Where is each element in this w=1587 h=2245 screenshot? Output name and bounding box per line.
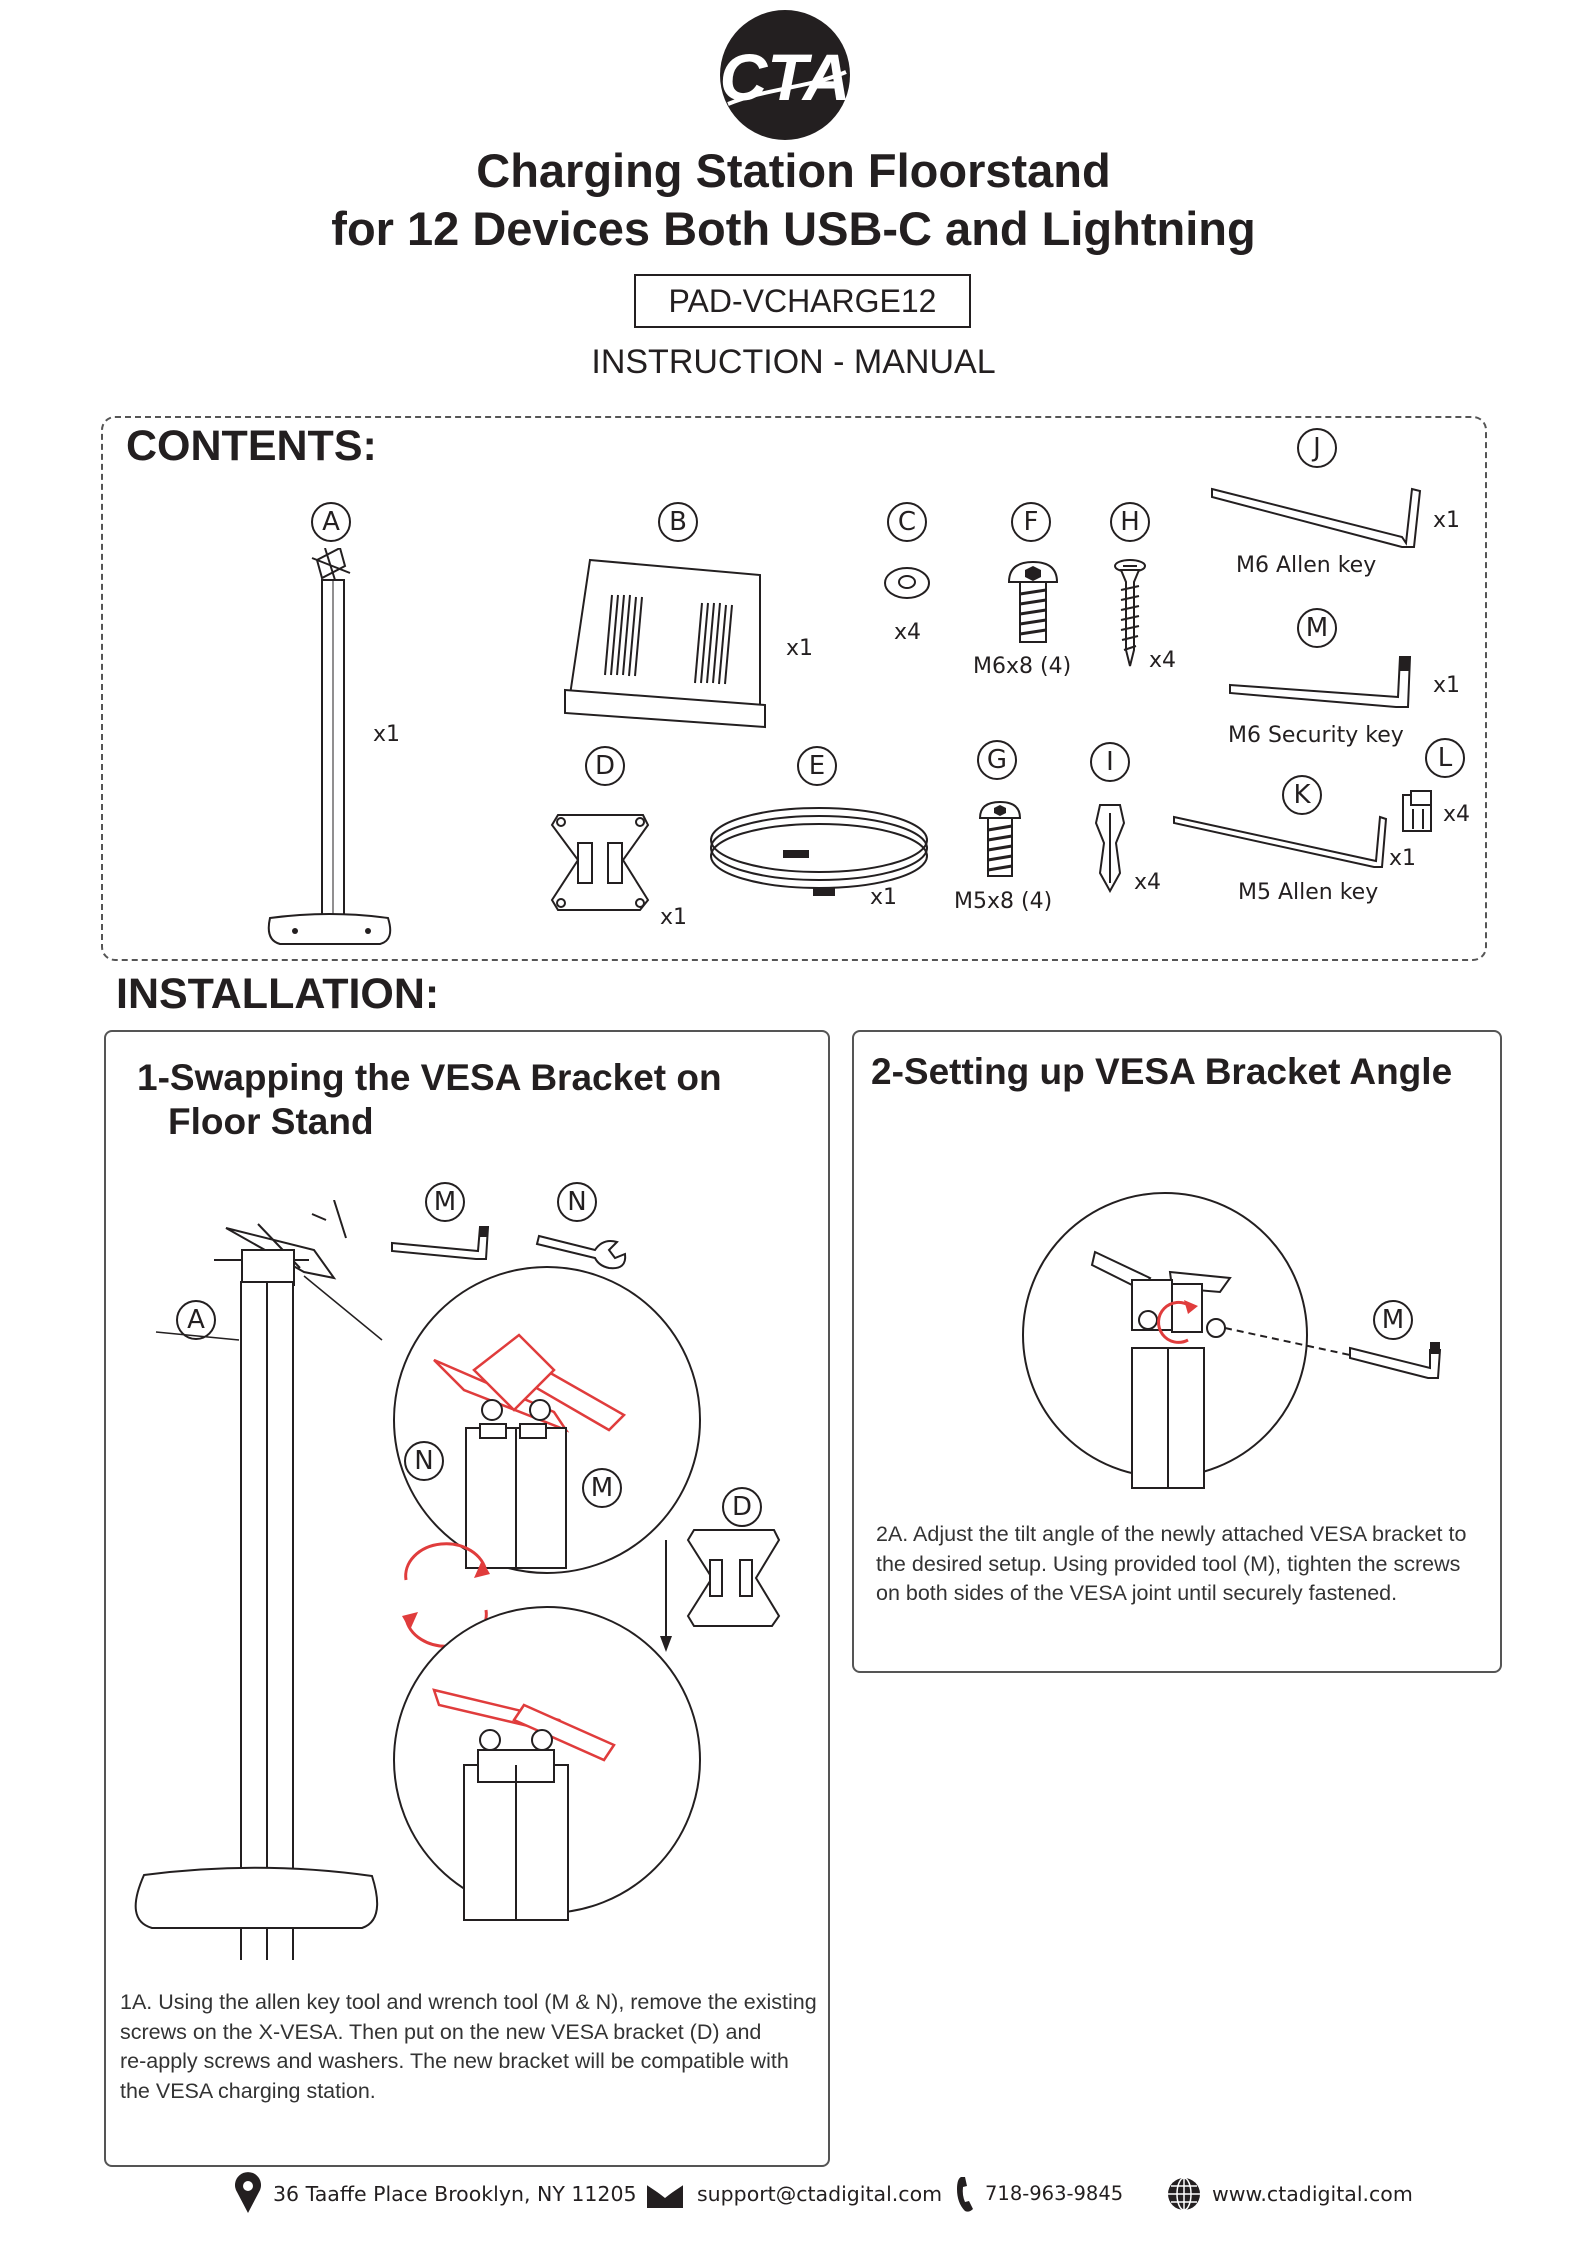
step-2-desc-line2: the desired setup. Using provided tool (… xyxy=(876,1551,1461,1576)
part-i-callout: I xyxy=(1090,742,1130,782)
phone-icon xyxy=(955,2175,979,2213)
step-2-callout-m: M xyxy=(1373,1300,1413,1340)
part-j-qty: x1 xyxy=(1433,508,1461,533)
doc-title-line2: for 12 Devices Both USB-C and Lightning xyxy=(331,202,1256,255)
step-1-desc-line4: the VESA charging station. xyxy=(120,2078,376,2103)
installation-heading: INSTALLATION: xyxy=(116,970,440,1018)
part-f-callout: F xyxy=(1011,502,1051,542)
part-h-qty: x4 xyxy=(1149,648,1177,673)
step-2-description: 2A. Adjust the tilt angle of the newly a… xyxy=(876,1520,1466,1609)
allen-key-m5-icon xyxy=(1172,815,1397,870)
step-1-callout-d: D xyxy=(722,1487,762,1527)
part-g-label: M5x8 (4) xyxy=(954,889,1053,914)
wrench-tool-icon xyxy=(535,1228,630,1273)
step-1-callout-m: M xyxy=(425,1182,465,1222)
cable-coil-illustration xyxy=(705,800,935,910)
washer-icon xyxy=(882,565,932,601)
model-number: PAD-VCHARGE12 xyxy=(634,274,971,328)
part-l-callout: L xyxy=(1425,738,1465,778)
step-1-desc-line2: screws on the X-VESA. Then put on the ne… xyxy=(120,2019,762,2044)
part-d-callout: D xyxy=(585,746,625,786)
part-m-callout: M xyxy=(1297,608,1337,648)
part-g-callout: G xyxy=(977,740,1017,780)
part-m-label: M6 Security key xyxy=(1228,723,1404,748)
floor-stand-illustration xyxy=(250,548,400,948)
part-l-qty: x4 xyxy=(1443,802,1471,827)
step-1-callout-m-detail: M xyxy=(582,1468,622,1508)
part-m-qty: x1 xyxy=(1433,673,1461,698)
part-k-callout: K xyxy=(1282,775,1322,815)
step-1-desc-line1: 1A. Using the allen key tool and wrench … xyxy=(120,1990,817,2014)
step-2-panel xyxy=(852,1030,1502,1673)
brand-logo: CTA xyxy=(718,8,852,142)
security-key-icon xyxy=(1228,655,1418,715)
part-a-qty: x1 xyxy=(373,722,401,747)
footer-phone[interactable]: 718-963-9845 xyxy=(985,2182,1124,2205)
envelope-icon xyxy=(645,2182,685,2210)
part-j-label: M6 Allen key xyxy=(1236,553,1377,578)
part-b-callout: B xyxy=(658,502,698,542)
allen-key-m6-icon xyxy=(1210,485,1425,550)
part-f-label: M6x8 (4) xyxy=(973,654,1072,679)
part-k-label: M5 Allen key xyxy=(1238,880,1379,905)
step-1-title-line2: Floor Stand xyxy=(168,1101,374,1142)
step-2-desc-line1: 2A. Adjust the tilt angle of the newly a… xyxy=(876,1522,1467,1546)
subtitle: INSTRUCTION - MANUAL xyxy=(591,343,996,381)
step-1-panel xyxy=(104,1030,830,2167)
part-b-qty: x1 xyxy=(786,636,814,661)
anchor-clip-icon xyxy=(1399,789,1439,837)
contents-heading: CONTENTS: xyxy=(126,422,377,470)
wall-anchor-icon xyxy=(1090,803,1130,893)
step-2-title: 2-Setting up VESA Bracket Angle xyxy=(871,1051,1453,1092)
step-2-desc-line3: on both sides of the VESA joint until se… xyxy=(876,1581,1398,1605)
step-1-main-illustration xyxy=(104,1200,830,1960)
screw-m6-icon xyxy=(1003,560,1063,655)
step-1-desc-line3: re-apply screws and washers. The new bra… xyxy=(120,2049,789,2073)
part-d-qty: x1 xyxy=(660,905,688,930)
screw-m5-icon xyxy=(976,800,1024,882)
footer-website[interactable]: www.ctadigital.com xyxy=(1212,2182,1413,2206)
part-j-callout: J xyxy=(1297,428,1337,468)
part-a-callout: A xyxy=(311,502,351,542)
vesa-bracket-illustration xyxy=(548,805,658,920)
contents-panel xyxy=(101,416,1487,961)
globe-icon xyxy=(1166,2176,1202,2212)
step-2-illustration xyxy=(1020,1190,1460,1490)
wood-screw-icon xyxy=(1113,558,1147,670)
part-k-qty: x1 xyxy=(1389,846,1417,871)
footer-address: 36 Taaffe Place Brooklyn, NY 11205 xyxy=(273,2182,637,2206)
step-1-callout-n-detail: N xyxy=(404,1441,444,1481)
part-c-callout: C xyxy=(887,502,927,542)
step-1-callout-n: N xyxy=(557,1182,597,1222)
step-1-description: 1A. Using the allen key tool and wrench … xyxy=(120,1988,817,2106)
part-e-qty: x1 xyxy=(870,885,898,910)
part-e-callout: E xyxy=(797,746,837,786)
location-pin-icon xyxy=(234,2172,262,2214)
part-c-qty: x4 xyxy=(894,620,922,645)
footer-email[interactable]: support@ctadigital.com xyxy=(697,2182,943,2206)
part-i-qty: x4 xyxy=(1134,870,1162,895)
step-1-title-line1: 1-Swapping the VESA Bracket on xyxy=(137,1057,722,1098)
logo-text: CTA xyxy=(720,40,851,114)
step-1-callout-a: A xyxy=(176,1300,216,1340)
doc-title-line1: Charging Station Floorstand xyxy=(476,144,1111,197)
allen-key-tool-icon xyxy=(390,1225,495,1265)
part-h-callout: H xyxy=(1110,502,1150,542)
charging-tray-illustration xyxy=(560,555,775,740)
